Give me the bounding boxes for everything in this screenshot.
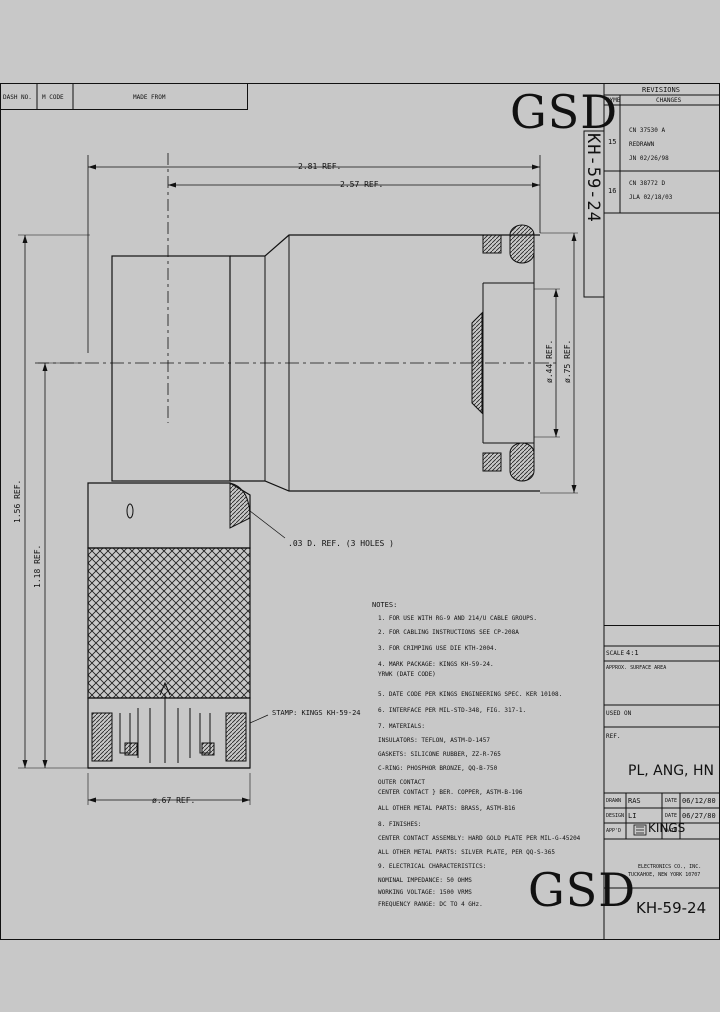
dash-no-label: DASH NO. [3,94,32,101]
drawing-linework [0,83,720,940]
note-line: 2. FOR CABLING INSTRUCTIONS SEE CP-208A [378,629,519,636]
drawn-date: 06/12/80 [682,797,716,805]
dim-75: ø.75 REF. [563,339,572,383]
note-line: FREQUENCY RANGE: DC TO 4 GHz. [378,901,483,908]
note-line: CENTER CONTACT } BER. COPPER, ASTM-B-196 [378,789,523,796]
note-line: YRWK (DATE CODE) [378,671,436,678]
scale-label: SCALE [606,650,625,657]
stamp-label: STAMP: KINGS KH-59-24 [272,709,361,717]
note-line: 1. FOR USE WITH RG-9 AND 214/U CABLE GRO… [378,615,537,622]
drawn-date-label: DATE [665,798,678,804]
rev-line: CN 38772 D [629,180,666,187]
made-from-label: MADE FROM [133,94,166,101]
m-code-label: M CODE [42,94,64,101]
drawing-number: KH-59-24 [636,899,707,917]
note-line: 9. ELECTRICAL CHARACTERISTICS: [378,863,487,870]
note-line: 5. DATE CODE PER KINGS ENGINEERING SPEC.… [378,691,563,698]
dim-156: 1.56 REF. [13,479,22,523]
rev-line: JLA 02/18/03 [629,194,673,201]
revisions-col-changes: CHANGES [656,97,682,104]
dim-holes: .03 D. REF. (3 HOLES ) [288,539,394,548]
note-line: 4. MARK PACKAGE: KINGS KH-59-24. [378,661,494,668]
drawn-by: RAS [628,797,641,805]
dim-44: ø.44 REF. [545,339,554,383]
drawn-label: DRAWN [606,798,622,804]
company-name: KINGS [648,821,686,835]
dim-67: ø.67 REF. [152,796,196,805]
revisions-header: REVISIONS [642,86,680,94]
design-date-label: DATE [665,813,678,819]
part-number-vertical: KH-59-24 [583,133,603,223]
ref-label: REF. [606,733,621,740]
used-on-label: USED ON [606,710,632,717]
dim-118: 1.18 REF. [33,544,42,588]
appd-date-label: DATE [665,828,678,834]
company-line2: TUCKAHOE, NEW YORK 10707 [628,872,701,878]
drawing-sheet: DASH NO. M CODE MADE FROM GSD GSD KH-59-… [0,83,720,940]
revisions-col-sym: SYMB [606,97,621,104]
note-line: 7. MATERIALS: [378,723,425,730]
gsd-logo-bottom: GSD [528,863,637,917]
note-line: ALL OTHER METAL PARTS: BRASS, ASTM-B16 [378,805,516,812]
note-line: 8. FINISHES: [378,821,422,828]
surface-area-label: APPROX. SURFACE AREA [606,665,667,671]
description: PL, ANG, HN [628,763,714,779]
note-line: OUTER CONTACT [378,779,425,786]
note-line: WORKING VOLTAGE: 1500 VRMS [378,889,472,896]
note-line: NOMINAL IMPEDANCE: 50 OHMS [378,877,472,884]
rev-sym: 16 [608,187,617,195]
design-by: LI [628,812,637,820]
design-label: DESIGN [606,813,625,819]
rev-line: CN 37530 A [629,127,666,134]
note-line: GASKETS: SILICONE RUBBER, ZZ-R-765 [378,751,501,758]
note-line: INSULATORS: TEFLON, ASTM-D-1457 [378,737,490,744]
note-line: 3. FOR CRIMPING USE DIE KTH-2004. [378,645,498,652]
rev-line: JN 02/26/98 [629,155,669,162]
design-date: 06/27/80 [682,812,716,820]
rev-line: REDRAWN [629,141,655,148]
notes-title: NOTES: [372,601,398,609]
note-line: CENTER CONTACT ASSEMBLY: HARD GOLD PLATE… [378,835,581,842]
note-line: ALL OTHER METAL PARTS: SILVER PLATE, PER… [378,849,556,856]
gsd-logo-top: GSD [510,85,619,139]
scale-value: 4:1 [626,649,639,657]
company-line1: ELECTRONICS CO., INC. [638,864,702,870]
note-line: 6. INTERFACE PER MIL-STD-348, FIG. 317-1… [378,707,527,714]
appd-label: APP'D [606,828,622,834]
dim-281: 2.81 REF. [298,162,342,171]
dim-257: 2.57 REF. [340,180,384,189]
rev-sym: 15 [608,138,617,146]
note-line: C-RING: PHOSPHOR BRONZE, QQ-B-750 [378,765,498,772]
